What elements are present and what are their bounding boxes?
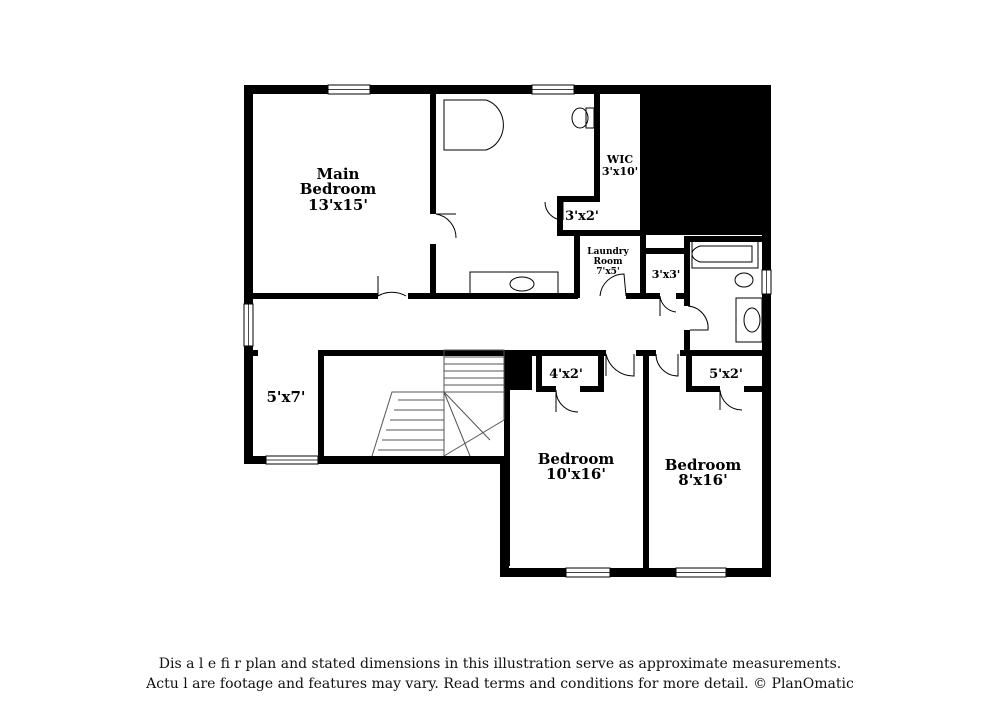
bedroom3-size: 8'x16' — [678, 471, 727, 489]
wic-name: WIC — [606, 153, 633, 166]
main-bedroom-size: 13'x15' — [308, 196, 368, 214]
vanity-icon — [735, 297, 763, 343]
toilet-icon — [571, 107, 589, 129]
tub-icon — [443, 99, 504, 151]
closet-bed3-size: 5'x2' — [709, 367, 743, 382]
window-panes — [248, 89, 767, 573]
walls — [244, 85, 771, 577]
main-bedroom-name-2: Bedroom — [300, 180, 377, 198]
wic-size: 3'x10' — [602, 165, 638, 178]
laundry-size: 7'x5' — [596, 267, 619, 277]
doors — [377, 201, 743, 413]
stairs — [371, 349, 505, 457]
vanity-icon — [469, 271, 559, 295]
room-labels: Main Bedroom 13'x15' WIC 3'x10' 3'x2' La… — [266, 153, 742, 489]
closet-main-size: 3'x2' — [565, 209, 599, 224]
closet-bed2-size: 4'x2' — [549, 367, 583, 382]
toilet-icon — [734, 272, 754, 288]
tub-icon — [691, 239, 759, 269]
landing-size: 5'x7' — [266, 388, 305, 406]
closet-hall-size: 3'x3' — [652, 268, 681, 281]
main-bedroom-name-1: Main — [317, 165, 360, 183]
bedroom3-name: Bedroom — [665, 456, 742, 474]
laundry-name-1: Laundry — [587, 247, 629, 257]
bedroom2-size: 10'x16' — [546, 465, 606, 483]
disclaimer-line-2: Actu l are footage and features may vary… — [146, 676, 854, 692]
laundry-name-2: Room — [593, 257, 622, 267]
bedroom2-name: Bedroom — [538, 450, 615, 468]
disclaimer-line-1: Dis a l e fi r plan and stated dimension… — [158, 656, 842, 672]
fixtures — [443, 99, 763, 343]
